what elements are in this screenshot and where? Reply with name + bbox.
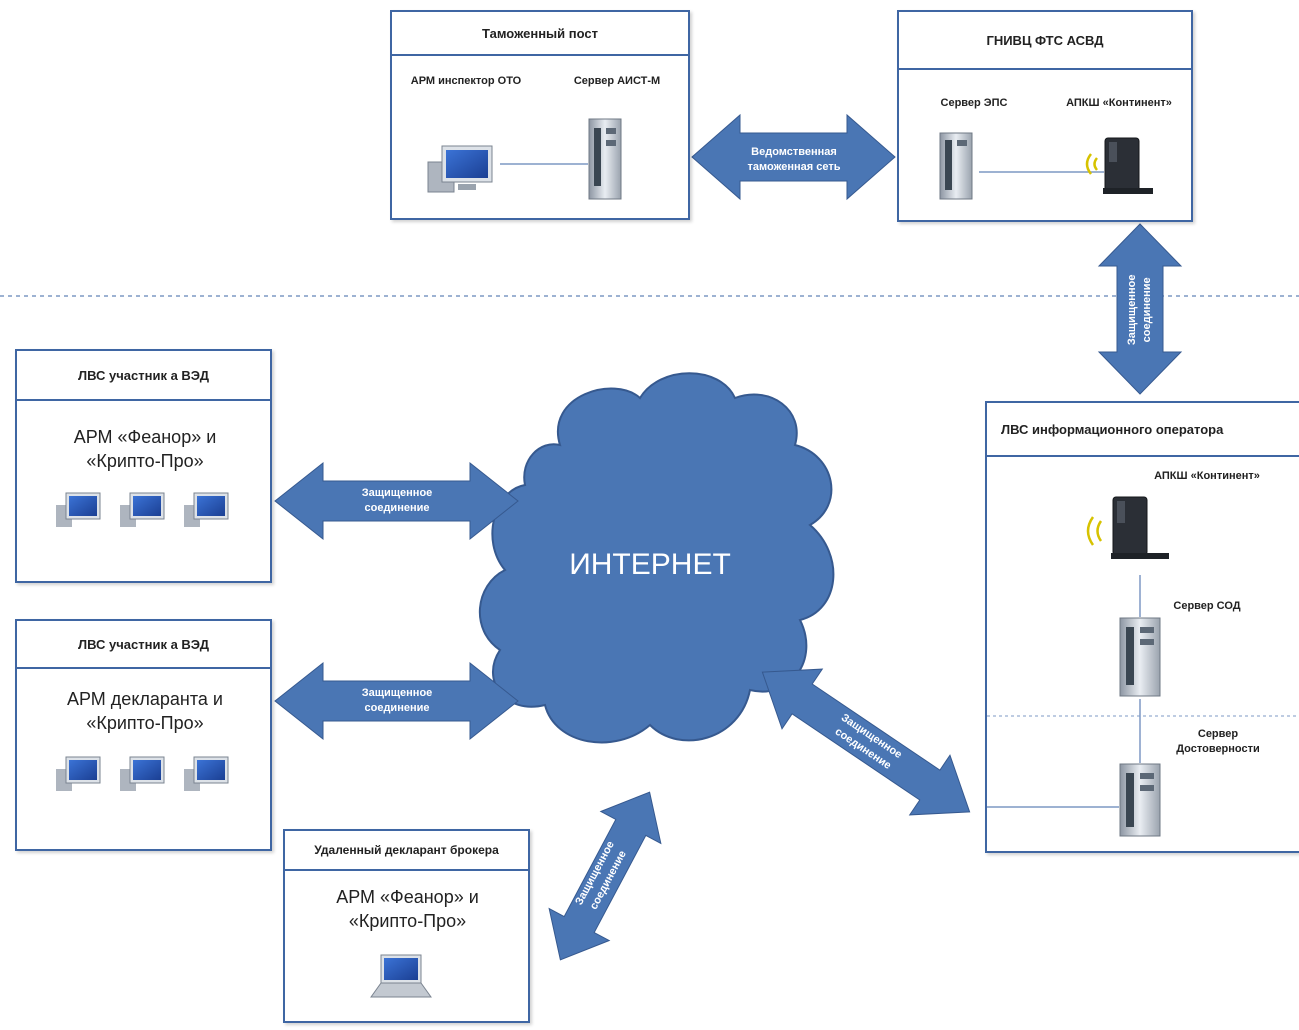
workstation-label: АРМ инспектор ОТО [410, 75, 522, 87]
connector-lines [987, 575, 1299, 808]
box-content-label: АРМ «Феанор» и «Крипто-Про» [336, 887, 479, 932]
apksh-label: АПКШ «Континент» [1066, 97, 1172, 109]
server-icon [1119, 763, 1161, 837]
reliability-server-label: Сервер Достоверности [1176, 728, 1260, 755]
server-icon [939, 132, 973, 200]
secure-link-arrow-ved2 [274, 661, 519, 741]
monitor-icon [56, 756, 101, 791]
dept-network-arrow [691, 113, 896, 201]
remote-declarant-box: Удаленный декларант брокера АРМ «Феанор»… [283, 829, 530, 1023]
box-content-label: АРМ декларанта и «Крипто-Про» [67, 689, 223, 734]
box-title: Таможенный пост [392, 12, 688, 56]
info-operator-box: ЛВС информационного оператора АПКШ «Конт… [985, 401, 1299, 853]
monitor-icon [120, 492, 165, 527]
monitor-icon [120, 756, 165, 791]
server-icon [1119, 617, 1161, 697]
server-label: Сервер АИСТ-М [573, 75, 661, 87]
ved2-box: ЛВС участник а ВЭД АРМ декларанта и «Кри… [15, 619, 272, 851]
secure-link-arrow-info-operator [761, 668, 971, 816]
monitor-icon [184, 492, 229, 527]
sod-server-label: Сервер СОД [1173, 600, 1241, 612]
box-content-label: АРМ «Феанор» и «Крипто-Про» [73, 427, 217, 472]
connector-line [500, 163, 588, 165]
monitor-icon [427, 145, 493, 193]
router-icon [1085, 137, 1153, 194]
secure-link-arrow-remote [548, 791, 662, 961]
customs-post-box: Таможенный пост АРМ инспектор ОТО Сервер… [390, 10, 690, 220]
box-title: ГНИВЦ ФТС АСВД [899, 12, 1191, 70]
laptop-icon [370, 954, 432, 998]
secure-link-arrow-gnivc [1097, 223, 1183, 395]
box-title: ЛВС участник а ВЭД [17, 621, 270, 669]
secure-link-arrow-ved1 [274, 461, 519, 541]
internet-label: ИНТЕРНЕТ [569, 548, 731, 581]
dept-network-label: Ведомственная таможенная сеть [747, 146, 841, 173]
ved1-box: ЛВС участник а ВЭД АРМ «Феанор» и «Крипт… [15, 349, 272, 583]
secure-link-label-ved1: Защищенное соединение [361, 487, 433, 514]
box-title: Удаленный декларант брокера [285, 831, 528, 871]
secure-link-label-ved2: Защищенное соединение [361, 687, 433, 714]
monitor-icon [184, 756, 229, 791]
server-label: Сервер ЭПС [940, 97, 1008, 109]
secure-link-label-gnivc: Защищенное соединение [1126, 274, 1153, 346]
monitor-icon [56, 492, 101, 527]
internet-cloud-icon [478, 372, 835, 744]
apksh-label: АПКШ «Континент» [1154, 470, 1260, 482]
box-title: ЛВС участник а ВЭД [17, 351, 270, 401]
box-title: ЛВС информационного оператора [987, 403, 1299, 457]
router-icon [1086, 496, 1169, 559]
gnivc-box: ГНИВЦ ФТС АСВД Сервер ЭПС АПКШ «Континен… [897, 10, 1193, 222]
server-icon [588, 118, 622, 200]
connector-line [979, 171, 1104, 173]
